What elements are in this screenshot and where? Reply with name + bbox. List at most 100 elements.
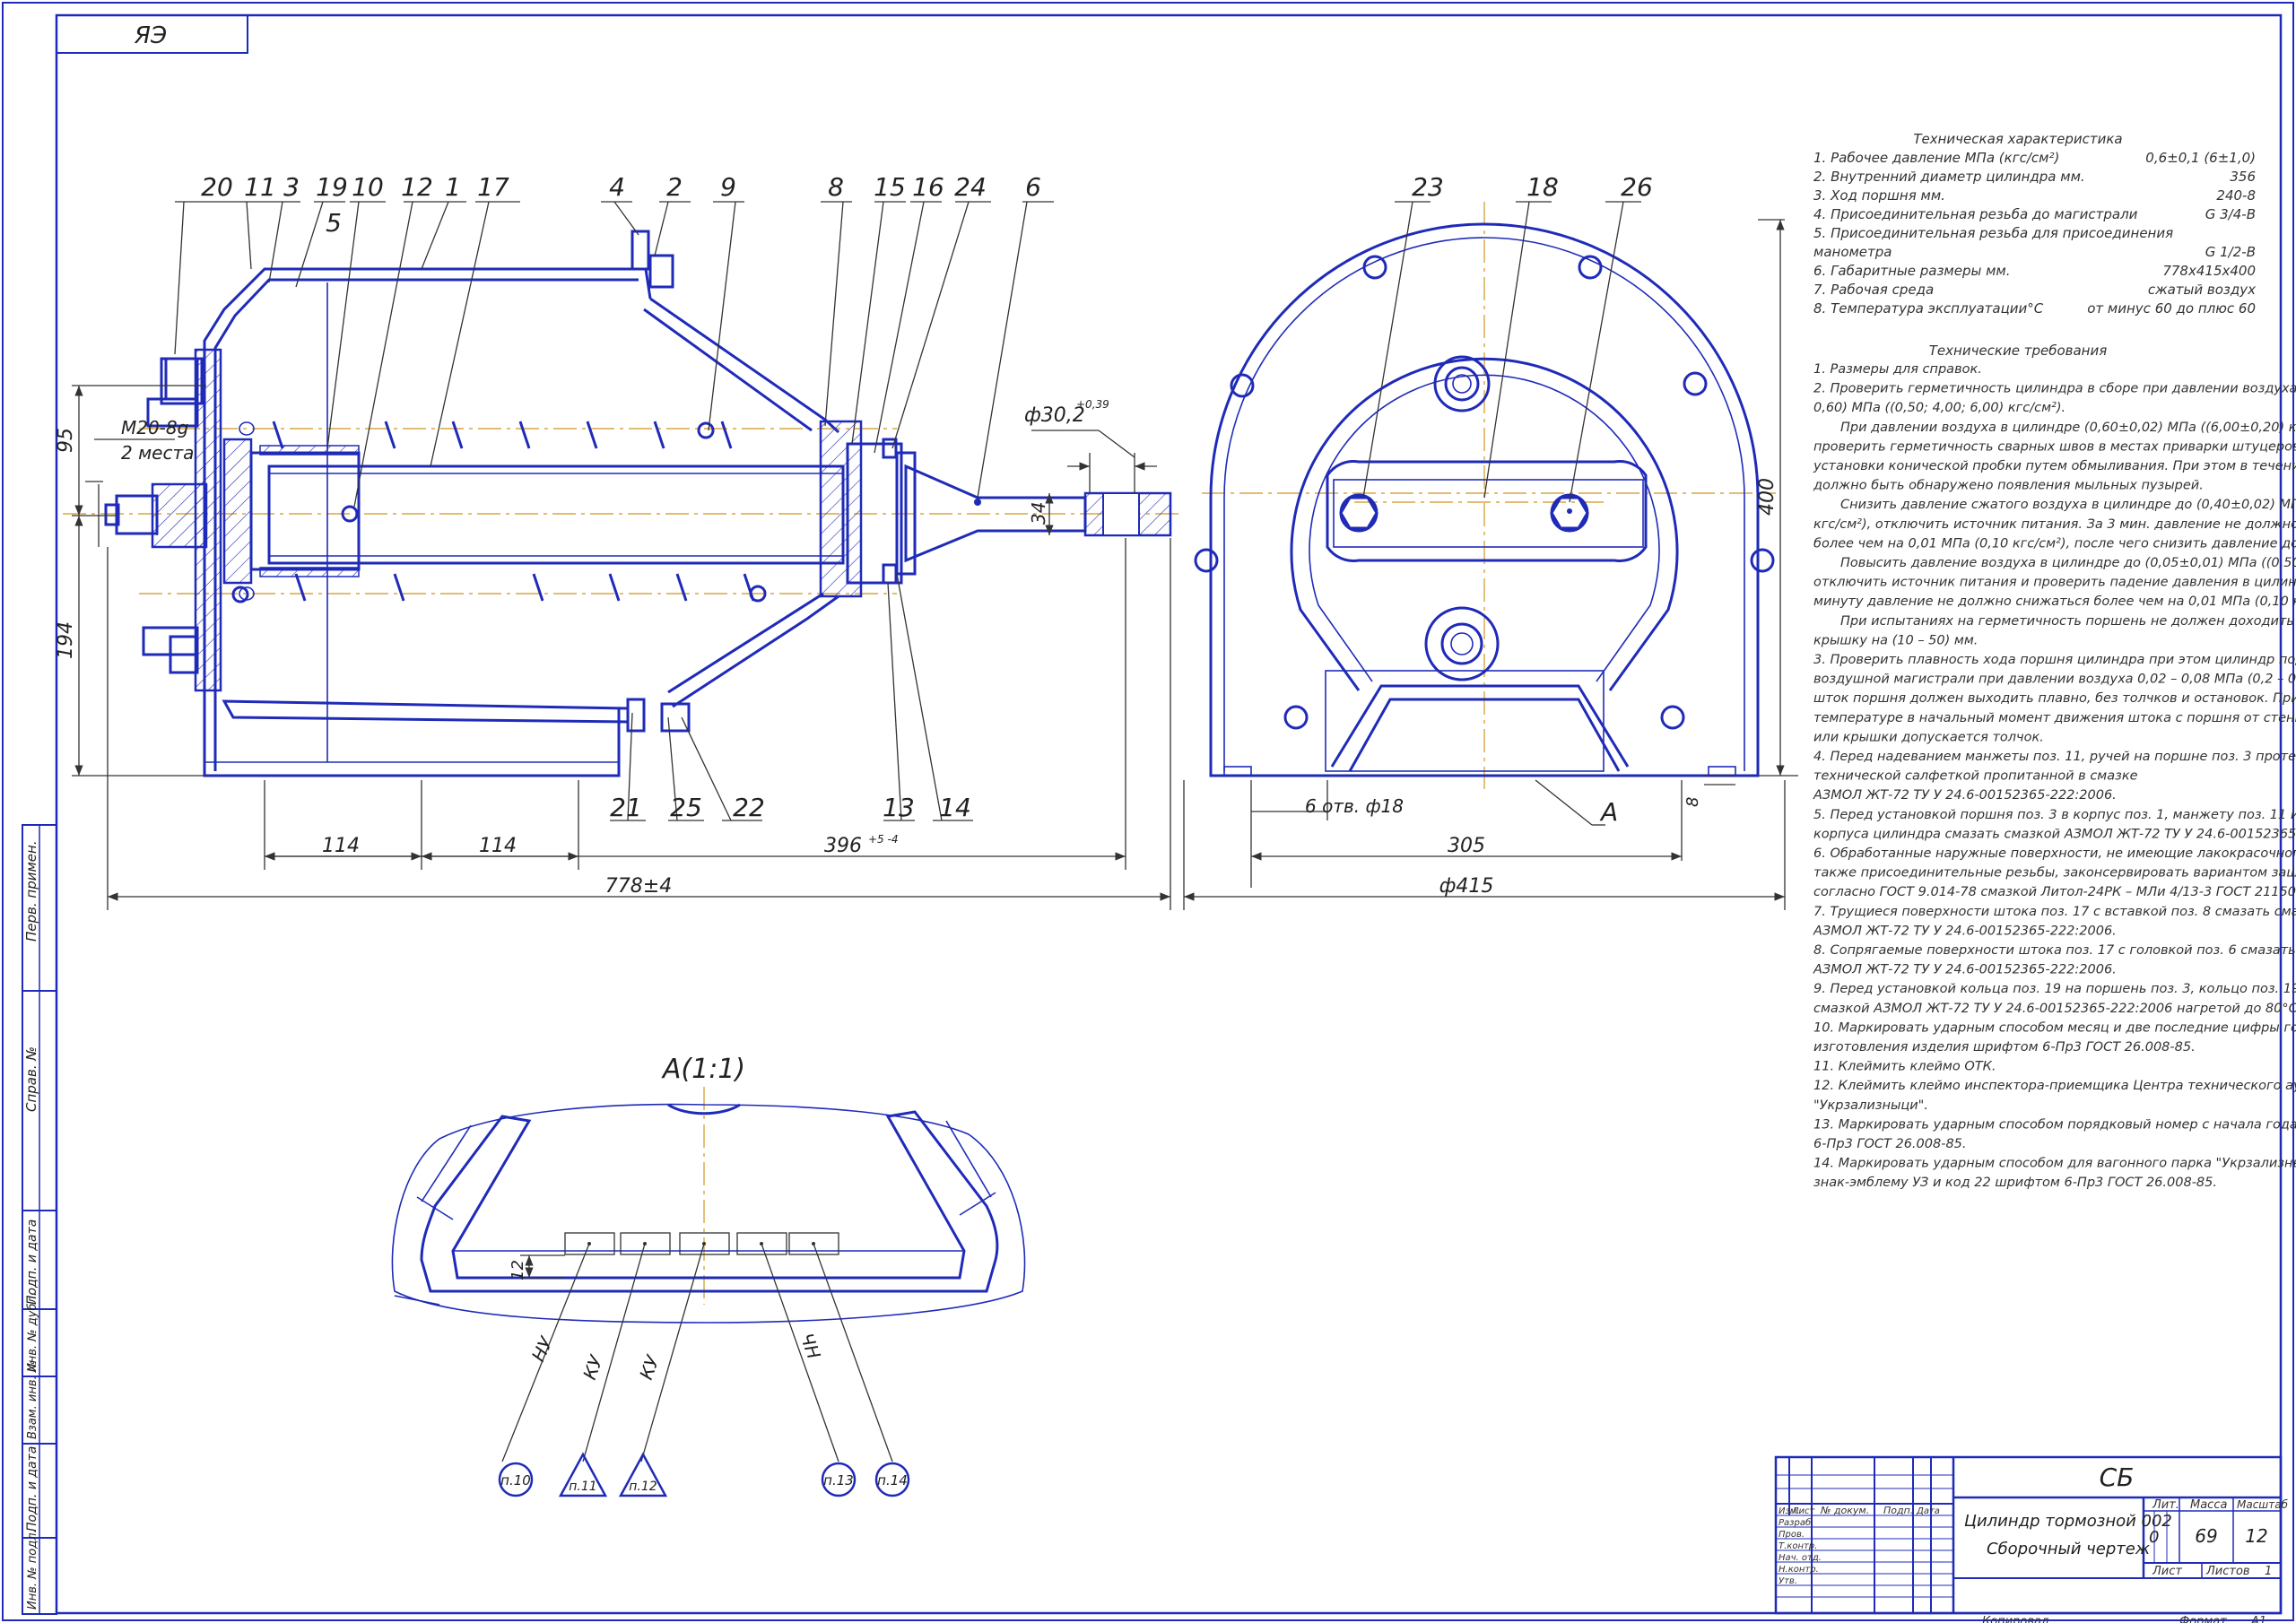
tech-char-value-3: 240-8 [2216,187,2256,204]
tech-req-line: 6-Пр3 ГОСТ 26.008-85. [1813,1137,1967,1151]
dim-95: 95 [55,428,77,453]
tech-char-labels: 1. Рабочее давление МПа (кгс/см²) 2. Вну… [1813,150,2173,317]
stamp-sprav: Справ. № [23,1046,39,1112]
format-value: А1 [2250,1615,2266,1623]
tech-req-line: шток поршня должен выходить плавно, без … [1813,691,2296,706]
callout-26: 26 [1621,172,1653,202]
callout-3: 3 [283,172,300,202]
role-prov: Пров. [1779,1530,1805,1540]
sheets-label: Листов [2205,1565,2250,1578]
tech-req-line: отключить источник питания и проверить п… [1813,576,2296,590]
callout-14: 14 [939,793,971,822]
row-podp: Подп. [1883,1505,1913,1516]
tech-char-values: 0,6±0,1 (6±1,0) 356 240-8 G 3/4-B G 1/2-… [2087,150,2256,317]
callout-24: 24 [954,172,987,202]
tech-char-label-9: 8. Температура эксплуатации°С [1813,300,2044,317]
tech-req-line: Снизить давление сжатого воздуха в цилин… [1840,498,2296,512]
tech-req-line: 6. Обработанные наружные поверхности, не… [1813,846,2296,861]
tech-req-line: 8. Сопрягаемые поверхности штока поз. 17… [1813,943,2296,958]
tech-char-label-8: 7. Рабочая среда [1813,282,1934,298]
callout-11: 11 [244,172,276,202]
stamp-vzam: Взам. инв. № [26,1360,39,1439]
callout-17: 17 [477,172,509,202]
callout-13: 13 [883,793,915,822]
tech-characteristics: Техническая характеристика 1. Рабочее да… [1813,131,2256,317]
scale-value: 12 [2245,1525,2267,1547]
dim-dia-tol: +0,39 [1076,398,1109,411]
note-p13: п.13 [823,1472,854,1488]
stamp-podl: Инв. № подл. [26,1529,39,1610]
corner-tag: ЯЭ [134,22,167,49]
tech-req-line: При испытаниях на герметичность поршень … [1840,614,2296,629]
title-block: Изм. Лист № докум. Подп. Дата Разраб. Пр… [1774,1455,2289,1623]
tech-req-line: проверить герметичность сварных швов в м… [1813,439,2296,454]
tech-req-line: изготовления изделия шрифтом 6-Пр3 ГОСТ … [1813,1040,2196,1055]
format-label: Формат [2179,1615,2227,1623]
dim-places: 2 места [121,442,194,464]
row-dokum: № докум. [1820,1505,1869,1516]
tech-req-line: 13. Маркировать ударным способом порядко… [1813,1117,2296,1132]
dim-12: 12 [509,1260,527,1280]
dim-396-tol: +5 -4 [868,833,898,846]
tech-req-line: Повысить давление воздуха в цилиндре до … [1840,556,2296,570]
cylinder-side-view [1194,202,1776,789]
dim-114-b: 114 [479,835,517,857]
callout-19: 19 [316,172,348,202]
callout-6: 6 [1025,172,1041,202]
role-razrab: Разраб. [1779,1517,1813,1528]
note-p12: п.12 [629,1480,657,1494]
stamp-podp2: Подп. и дата [25,1446,39,1532]
note-p11: п.11 [569,1480,596,1494]
side-stamp-column: Перв. примен. Справ. № Подп. и дата Инв.… [22,824,57,1615]
row-data: Дата [1916,1506,1940,1516]
doc-name-1: Цилиндр тормозной 002 [1964,1512,2172,1531]
tech-req-line: 3. Проверить плавность хода поршня цилин… [1813,653,2296,667]
note-p14: п.14 [877,1472,908,1488]
tech-char-value-8: сжатый воздух [2148,282,2256,298]
note-p10: п.10 [500,1472,531,1488]
tech-req-line: 0,60) МПа ((0,50; 4,00; 6,00) кгс/см²). [1813,401,2066,415]
callout-10: 10 [352,172,384,202]
callout-22: 22 [733,793,765,822]
tech-req-title: Технические требования [1929,343,2108,359]
tech-char-title: Техническая характеристика [1913,131,2122,147]
role-utv: Утв. [1779,1576,1797,1586]
copied-label: Копировал [1982,1615,2048,1623]
dim-400: 400 [1756,478,1779,516]
mark-ku-1: КУ [578,1351,607,1383]
callout-4: 4 [609,172,625,202]
stamp-dubl: Инв. № дубл. [26,1292,39,1372]
role-nkontr: Н.контр. [1779,1565,1819,1575]
row-izm: Изм. [1779,1506,1800,1516]
tech-req-line: "Укрзализныци". [1813,1098,1928,1113]
section-letter: А [1599,797,1618,827]
tech-char-label-1: 1. Рабочее давление МПа (кгс/см²) [1813,150,2059,166]
doc-name-2: Сборочный чертеж [1987,1540,2151,1558]
mark-chn: ЧН [796,1331,824,1362]
callout-20: 20 [201,172,233,202]
tech-char-value-1: 0,6±0,1 (6±1,0) [2145,150,2256,166]
tech-req-line: 11. Клеймить клеймо ОТК. [1813,1060,1996,1074]
dim-dia: ф30,2 [1024,404,1085,427]
spring [231,421,767,603]
tech-req-line: крышку на (10 – 50) мм. [1813,633,1978,647]
side-view-callouts: 23 18 26 6 отв. ф18 305 ф415 400 8 А [1183,172,1798,910]
lit-value: 0 [2149,1528,2159,1547]
tech-req-line: 10. Маркировать ударным способом месяц и… [1813,1020,2296,1035]
section-a-view: А(1:1) 12 [391,1054,1026,1497]
callout-25: 25 [670,793,702,822]
front-view-callouts: 20 11 3 19 10 12 1 17 4 2 9 8 15 16 24 6… [174,172,1054,822]
tech-char-label-3: 3. Ход поршня мм. [1813,187,1945,204]
tech-char-value-4: G 3/4-B [2205,206,2256,222]
role-nachotd: Нач. отд. [1779,1553,1822,1563]
tech-req-line: смазкой АЗМОЛ ЖТ-72 ТУ У 24.6-00152365-2… [1813,1002,2296,1016]
dim-thread: М20-8g [121,417,188,438]
dim-holes: 6 отв. ф18 [1305,795,1404,817]
tech-char-value-7: 778х415х400 [2162,263,2256,279]
tech-req-line: температуре в начальный момент движения … [1813,711,2296,725]
col-scale: Масштаб [2237,1498,2289,1511]
sheet-label: Лист [2152,1565,2182,1578]
callout-9: 9 [720,172,736,202]
